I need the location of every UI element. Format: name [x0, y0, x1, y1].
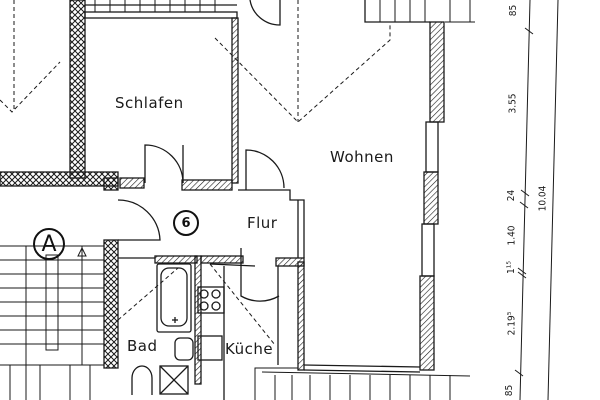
wohnen-walls [303, 0, 445, 373]
room-label-bad: Bad [127, 337, 158, 355]
unit-number-badge: 6 [173, 210, 199, 236]
bearing-wall-left [0, 0, 119, 369]
dim-segment-7: 85 [504, 384, 516, 397]
dim-segment-5: 1¹⁵ [505, 261, 517, 274]
dimension-lines [514, 0, 559, 400]
shaft [159, 365, 189, 395]
balcony-top-right [379, 0, 475, 23]
bad-kueche-walls [118, 255, 256, 385]
dim-segment-3: 24 [506, 189, 518, 202]
kitchen-sink [197, 335, 223, 361]
flur-walls [238, 189, 305, 371]
stove [197, 266, 225, 400]
dim-segment-4: 1.40 [506, 225, 518, 246]
dim-segment-2: 3.55 [507, 93, 519, 114]
room-label-flur: Flur [247, 214, 278, 232]
balcony-bottom [254, 367, 471, 400]
room-label-schlafen: Schlafen [115, 94, 184, 112]
door-wohnen [245, 149, 285, 190]
room-label-kueche: Küche [225, 340, 274, 358]
staircase [0, 245, 104, 400]
sink [174, 337, 194, 361]
door-kueche [240, 248, 280, 302]
door-entry [117, 199, 161, 241]
door-top [249, 0, 281, 26]
toilet [131, 365, 153, 395]
dim-segment-6: 2.19⁵ [506, 311, 518, 336]
window-swing-lines [0, 0, 391, 346]
dim-segment-1: 85 [508, 4, 520, 17]
bathtub [156, 263, 192, 333]
dim-total: 10.04 [537, 185, 549, 212]
balcony-top-left [94, 0, 216, 12]
stair-marker: A [33, 228, 65, 260]
door-schlafen [144, 144, 184, 184]
room-label-wohnen: Wohnen [330, 148, 394, 166]
